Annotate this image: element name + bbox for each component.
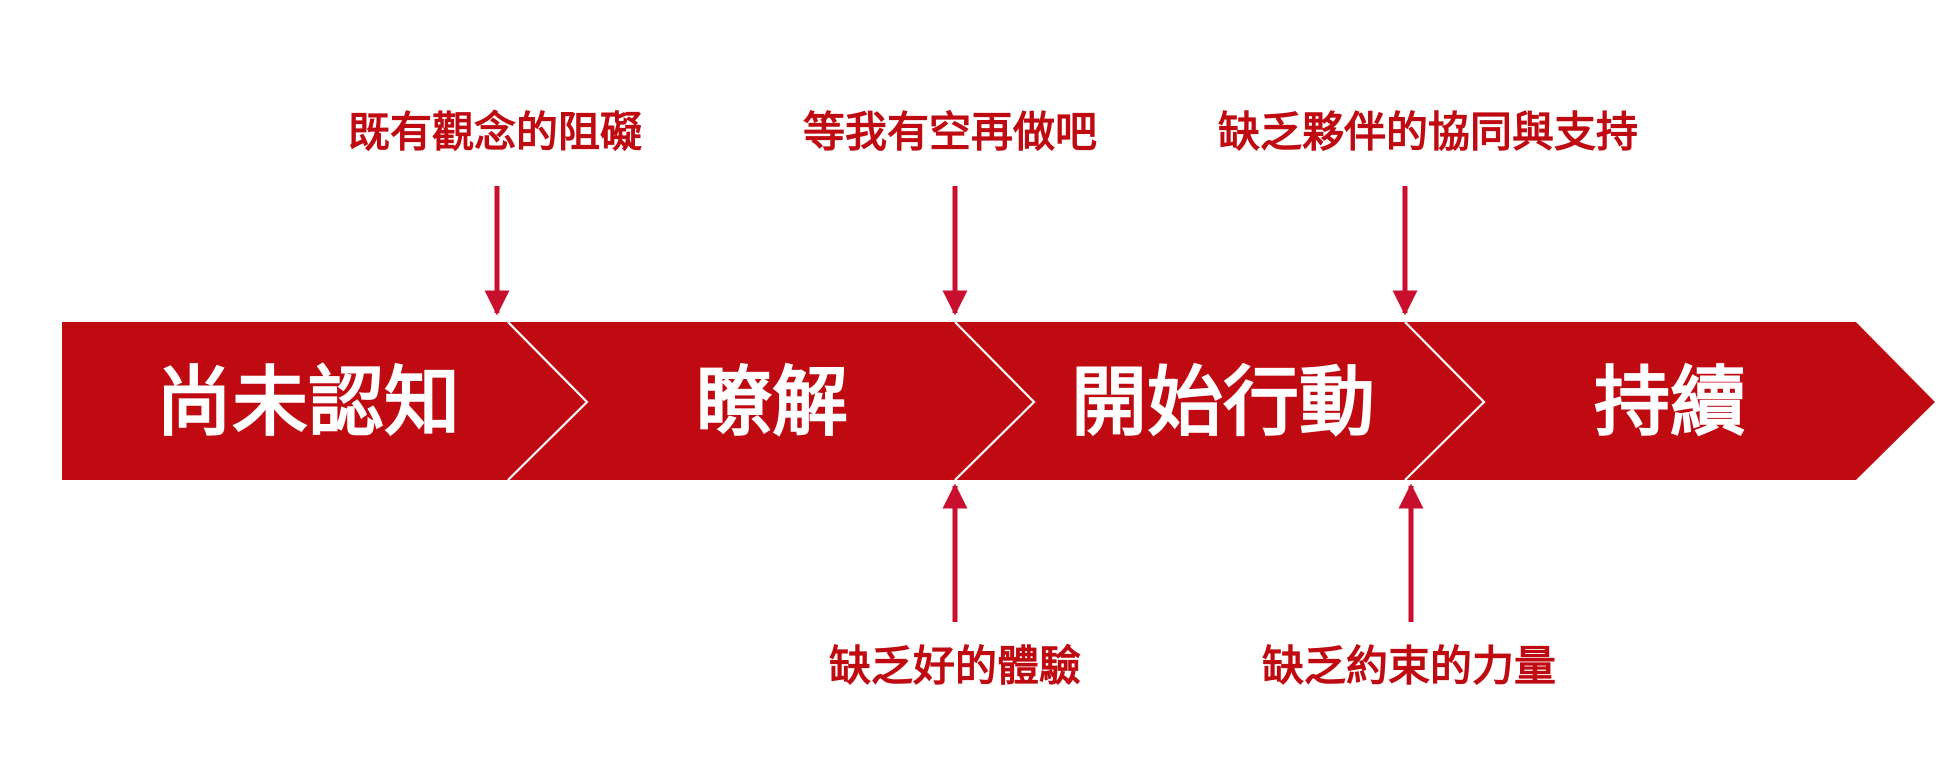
chevron-separator-2 xyxy=(954,321,1036,481)
stage-label-unaware: 尚未認知 xyxy=(156,358,460,447)
chevron-separator-1 xyxy=(507,321,589,481)
barrier-existing-beliefs: 既有觀念的阻礙 xyxy=(348,108,642,157)
barrier-no-time: 等我有空再做吧 xyxy=(803,108,1097,157)
barrier-no-partner-support: 缺乏夥伴的協同與支持 xyxy=(1218,108,1638,157)
stage-label-start-action: 開始行動 xyxy=(1071,358,1375,447)
barrier-no-good-experience: 缺乏好的體驗 xyxy=(829,642,1081,691)
stage-label-sustain: 持續 xyxy=(1594,358,1746,447)
progress-band xyxy=(62,322,1935,480)
barrier-no-constraint: 缺乏約束的力量 xyxy=(1262,642,1556,691)
stage-label-understand: 瞭解 xyxy=(696,358,848,447)
chevron-separator-3 xyxy=(1404,321,1486,481)
